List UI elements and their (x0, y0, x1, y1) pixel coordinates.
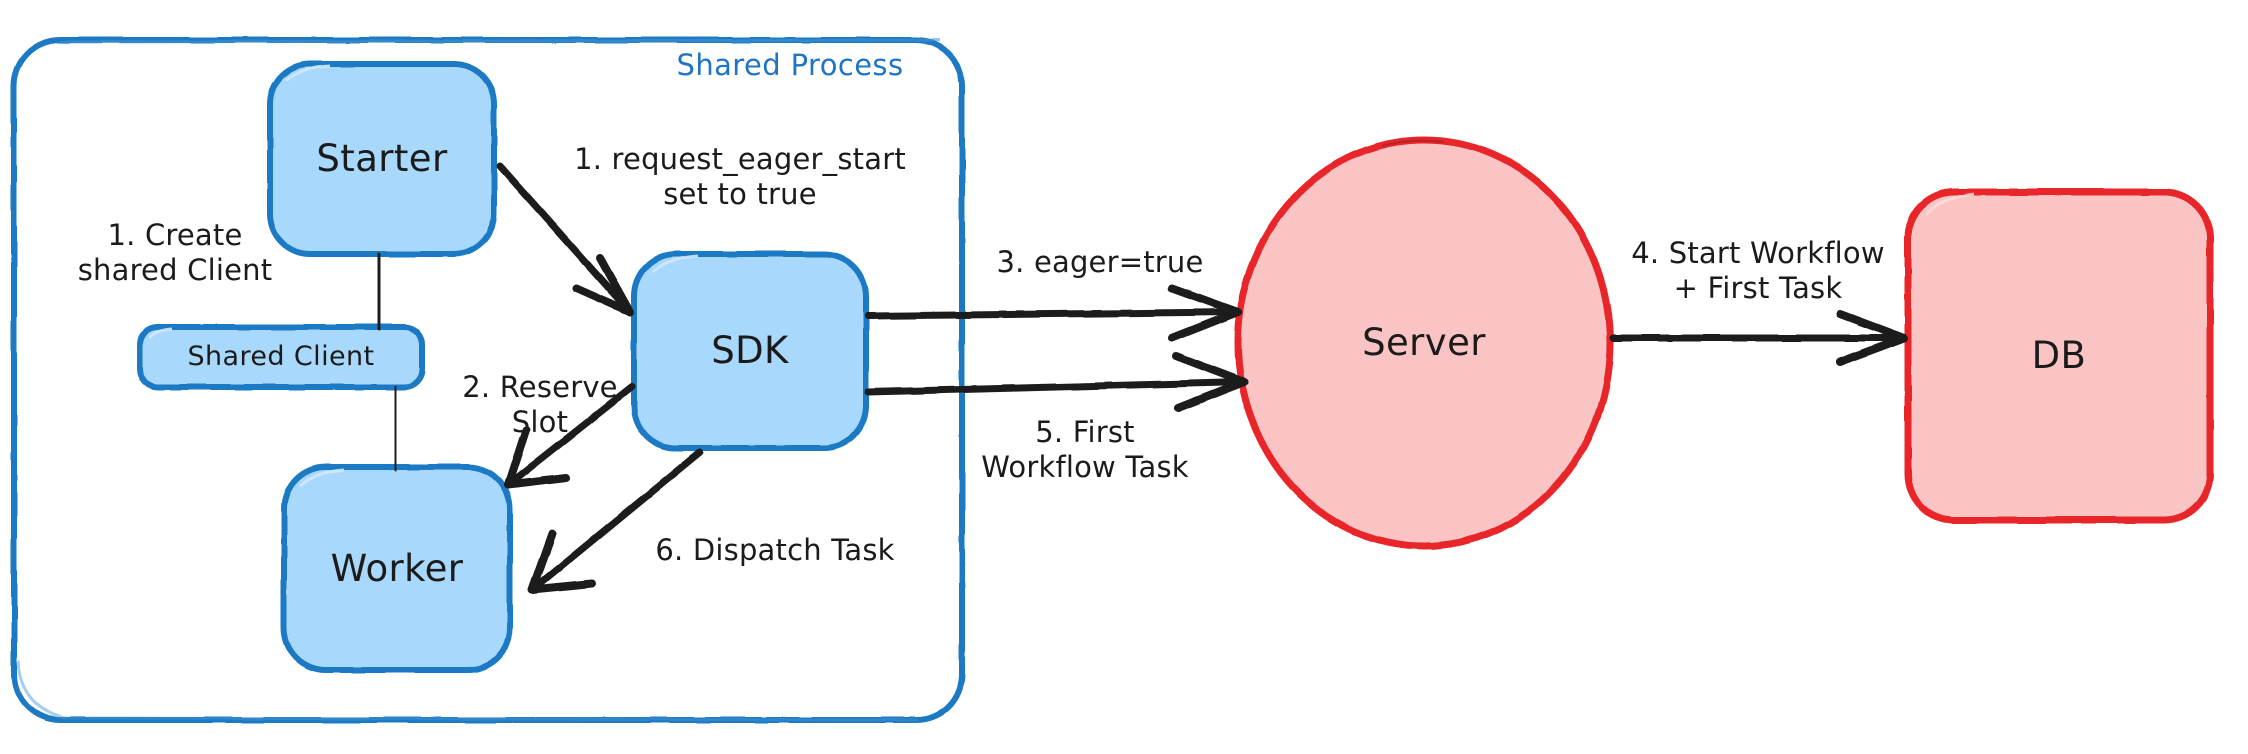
edge-5-first-workflow-task (864, 352, 1248, 412)
edge-starter-shared-client (374, 252, 384, 331)
edge-6-dispatch-task (528, 448, 704, 594)
node-starter-shape[interactable] (267, 61, 497, 257)
edge-shared-client-worker (391, 385, 400, 472)
edge-4-start-workflow (1609, 310, 1908, 366)
node-sdk-shape[interactable] (631, 251, 869, 451)
edge-label-1-request-eager-start: 1. request_eager_start set to true (574, 142, 906, 212)
edge-1-request-eager-start (496, 162, 634, 316)
node-label-shared-client: Shared Client (187, 340, 375, 372)
edge-label-5-first-workflow-task: 5. First Workflow Task (981, 415, 1189, 485)
node-label-sdk: SDK (711, 329, 789, 373)
group-shared-process-border (11, 37, 965, 723)
node-server-shape[interactable] (1234, 136, 1614, 550)
edge-3-eager-true (864, 284, 1242, 342)
node-label-db: DB (2031, 334, 2087, 378)
node-label-server: Server (1362, 321, 1486, 365)
group-label-shared-process: Shared Process (676, 48, 904, 82)
edge-label-1-create-shared-client: 1. Create shared Client (77, 218, 273, 288)
edge-label-4-start-workflow: 4. Start Workflow + First Task (1631, 236, 1885, 306)
edge-label-3-eager-true: 3. eager=true (996, 245, 1204, 279)
node-shared-client-shape[interactable] (137, 324, 425, 390)
node-db-shape[interactable] (1904, 188, 2214, 524)
node-label-starter: Starter (316, 137, 448, 181)
edge-2-reserve-slot (504, 383, 636, 489)
node-label-worker: Worker (330, 546, 464, 590)
edge-label-6-dispatch-task: 6. Dispatch Task (655, 533, 895, 567)
edge-label-2-reserve-slot: 2. Reserve Slot (462, 370, 618, 440)
